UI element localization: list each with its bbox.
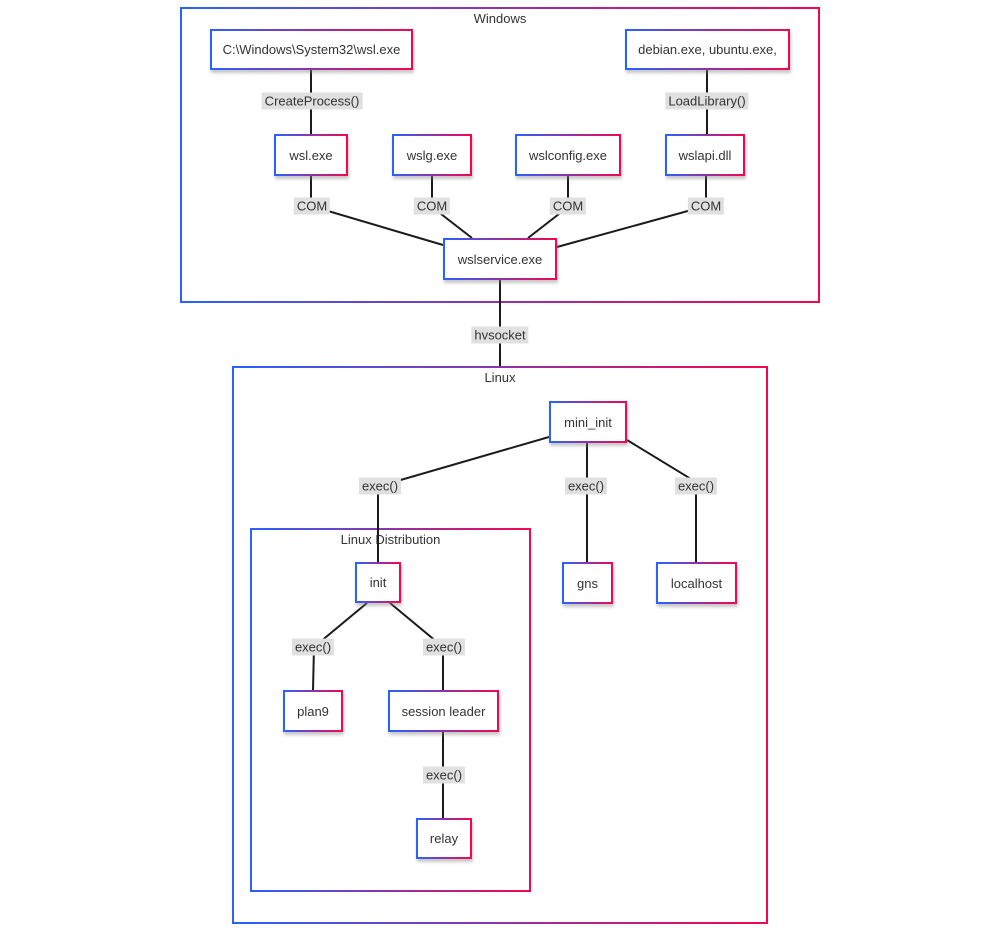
edge-label-exec-init: exec() xyxy=(358,477,402,495)
node-gns-label: gns xyxy=(577,575,598,591)
node-wslg-exe-label: wslg.exe xyxy=(406,147,458,163)
node-init: init xyxy=(355,562,401,603)
cluster-windows-label: Windows xyxy=(473,11,527,26)
edge-label-com-wslg: COM xyxy=(413,197,451,215)
node-wslservice-exe: wslservice.exe xyxy=(443,238,557,280)
cluster-linux-label: Linux xyxy=(484,370,516,385)
edge-label-com-wslapi: COM xyxy=(687,197,725,215)
edge-label-com-wslconfig: COM xyxy=(549,197,587,215)
node-debian-ubuntu: debian.exe, ubuntu.exe, xyxy=(625,29,790,70)
node-plan9-label: plan9 xyxy=(297,703,329,719)
node-debian-ubuntu-label: debian.exe, ubuntu.exe, xyxy=(638,42,777,57)
node-session-leader: session leader xyxy=(388,690,499,732)
edge-label-com-wsl: COM xyxy=(293,197,331,215)
node-wslapi-dll-label: wslapi.dll xyxy=(678,147,732,163)
node-wslservice-exe-label: wslservice.exe xyxy=(457,251,543,267)
edge-label-hvsocket: hvsocket xyxy=(471,326,529,344)
edge-label-exec-gns: exec() xyxy=(564,477,608,495)
edge-label-loadlibrary: LoadLibrary() xyxy=(665,92,749,110)
node-relay-label: relay xyxy=(429,831,459,846)
node-wsl-exe: wsl.exe xyxy=(274,134,348,176)
node-session-leader-label: session leader xyxy=(401,703,486,719)
node-localhost-label: localhost xyxy=(670,575,723,591)
node-wslconfig-exe-label: wslconfig.exe xyxy=(528,147,608,163)
edge-label-createprocess: CreateProcess() xyxy=(261,92,363,110)
node-plan9: plan9 xyxy=(283,690,343,732)
edge-label-exec-relay: exec() xyxy=(422,766,466,784)
node-wslapi-dll: wslapi.dll xyxy=(665,134,745,176)
node-mini-init-label: mini_init xyxy=(564,414,612,430)
edge-label-exec-plan9: exec() xyxy=(291,638,335,656)
node-gns: gns xyxy=(562,562,613,604)
edge-label-exec-localhost: exec() xyxy=(674,477,718,495)
node-wsl-exe-label: wsl.exe xyxy=(289,147,333,163)
cluster-linux-distribution-label: Linux Distribution xyxy=(340,532,441,547)
edge-label-exec-session-leader: exec() xyxy=(422,638,466,656)
node-relay: relay xyxy=(416,818,472,859)
node-mini-init: mini_init xyxy=(549,401,627,443)
node-wslconfig-exe: wslconfig.exe xyxy=(515,134,621,176)
node-wsl-path: C:\Windows\System32\wsl.exe xyxy=(210,29,413,70)
node-wsl-path-label: C:\Windows\System32\wsl.exe xyxy=(222,42,401,57)
node-init-label: init xyxy=(369,575,387,590)
node-wslg-exe: wslg.exe xyxy=(392,134,472,176)
node-localhost: localhost xyxy=(656,562,737,604)
